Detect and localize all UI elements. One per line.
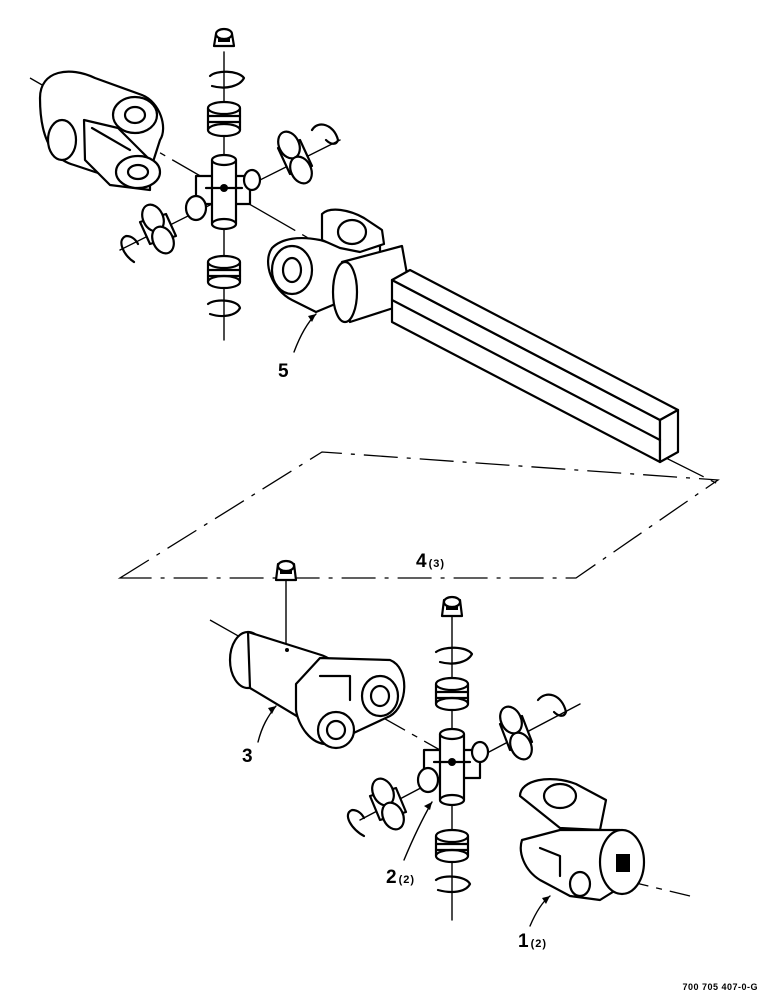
callout-number: 3 <box>242 746 253 767</box>
callout-item-3: 3 <box>242 747 255 766</box>
callout-quantity: (3) <box>428 558 446 570</box>
callout-item-4: 4(3) <box>416 552 445 571</box>
grease-fitting-yoke-3 <box>274 559 298 582</box>
callout-number: 1 <box>518 931 529 952</box>
upper-snap-ring-bottom <box>206 299 242 318</box>
upper-snap-ring-right <box>310 123 340 145</box>
callout-number: 5 <box>278 361 289 382</box>
upper-left-yoke <box>38 70 165 192</box>
lower-snap-ring-top <box>434 646 474 665</box>
lower-snap-ring-bottom <box>434 875 472 894</box>
grease-fitting-item-4 <box>440 595 464 618</box>
cross-and-bearing-item-2 <box>416 727 490 807</box>
lower-bearing-cup-right <box>498 705 534 761</box>
callout-leaders <box>257 313 551 927</box>
lower-bearing-cup-left <box>368 777 408 831</box>
lower-snap-ring-right <box>536 693 568 717</box>
upper-bearing-cup-right <box>276 130 314 185</box>
upper-grease-fitting <box>212 27 236 48</box>
lower-assembly <box>209 559 691 921</box>
callout-item-5: 5 <box>278 362 291 381</box>
upper-bearing-cup-bottom <box>206 254 242 290</box>
callout-number: 4 <box>416 551 427 572</box>
end-yoke-item-1 <box>518 778 646 902</box>
tube-yoke-item-3 <box>228 630 406 750</box>
callout-quantity: (2) <box>530 938 548 950</box>
callout-item-1: 1(2) <box>518 932 547 951</box>
upper-snap-ring-top <box>208 70 246 89</box>
upper-cross-spider <box>184 153 262 231</box>
lower-snap-ring-left <box>346 808 366 838</box>
callout-item-2: 2(2) <box>386 868 415 887</box>
lower-bearing-cup-bottom <box>434 828 470 864</box>
phantom-connection-line <box>117 451 720 579</box>
upper-snap-ring-left <box>120 234 140 264</box>
upper-bearing-cup-top <box>206 100 242 138</box>
yoke-and-shaft-item-5 <box>267 208 680 464</box>
callout-quantity: (2) <box>398 874 416 886</box>
lower-bearing-cup-top <box>434 676 470 712</box>
upper-assembly <box>29 27 719 485</box>
upper-bearing-cup-left <box>138 203 178 255</box>
callout-number: 2 <box>386 867 397 888</box>
leader-item-2 <box>403 801 433 861</box>
figure-reference-number: 700 705 407-0-G <box>682 982 758 992</box>
